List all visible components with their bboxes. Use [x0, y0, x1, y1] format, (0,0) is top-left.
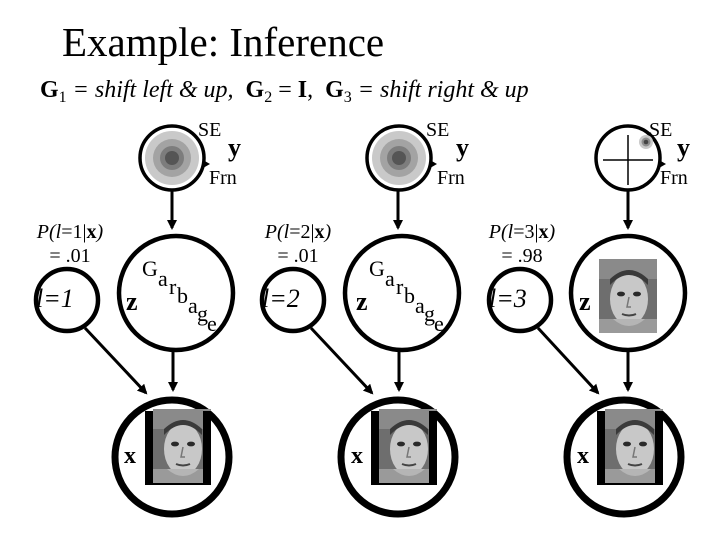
x-label-3: x	[577, 443, 589, 469]
z-face-image	[598, 258, 658, 334]
concentric-circles-icon	[145, 131, 199, 185]
x-image-2	[371, 408, 438, 485]
g1-label: G	[40, 77, 59, 103]
posterior-value-2: = .01	[277, 245, 319, 267]
x-image-3	[597, 408, 664, 485]
g2-eq: =	[272, 77, 298, 103]
arrow-l-to-x-3	[536, 326, 600, 395]
garbage-text-1: G a r b a g e	[142, 256, 217, 336]
y-node-3	[594, 124, 662, 192]
z-label-2: z	[356, 287, 368, 316]
g2-sub: 2	[264, 89, 273, 106]
g3-label: G	[325, 77, 344, 103]
arrow-l-to-x-1	[83, 326, 148, 395]
posterior-value-3: = .98	[501, 245, 543, 267]
y-node-marker-1	[203, 160, 210, 168]
y-label-1: y	[228, 133, 241, 162]
concentric-circles-icon	[372, 131, 426, 185]
prob-p: P(	[36, 221, 56, 243]
z-label-1: z	[126, 287, 138, 316]
y-node-marker-2	[430, 160, 437, 168]
l-node-1	[33, 266, 101, 334]
posterior-value-1: = .01	[49, 245, 91, 267]
frn-label-2: Frn	[437, 167, 465, 189]
g2-definition: I	[297, 77, 308, 103]
prob-x: x	[538, 221, 549, 243]
prob-close: )	[324, 221, 332, 243]
se-label-1: SE	[198, 119, 221, 141]
posterior-label-1: P(l=1|x) = .01	[26, 220, 114, 268]
z-node-1	[116, 233, 236, 353]
prob-p: P(	[488, 221, 508, 243]
x-image-1	[145, 408, 212, 485]
l-node-3	[486, 266, 554, 334]
g2-label: G	[245, 77, 265, 103]
prob-x: x	[314, 221, 325, 243]
frn-label-1: Frn	[209, 167, 237, 189]
prob-eq: =2|	[289, 221, 315, 243]
prob-x: x	[86, 221, 97, 243]
x-label-1: x	[124, 443, 136, 469]
l-value-3: l=3	[489, 284, 527, 313]
column-3	[486, 124, 688, 518]
se-label-2: SE	[426, 119, 449, 141]
l-value-1: l=1	[36, 284, 74, 313]
posterior-label-2: P(l=2|x) = .01	[254, 220, 342, 268]
prob-l: l	[283, 221, 290, 243]
prob-eq: =3|	[513, 221, 539, 243]
g1-sub: 1	[58, 89, 67, 106]
prob-close: )	[548, 221, 556, 243]
garbage-text-2: G a r b a g e	[369, 256, 444, 336]
frn-label-3: Frn	[660, 167, 688, 189]
column-1	[33, 124, 236, 518]
arrow-l-to-x-2	[309, 326, 374, 395]
se-label-3: SE	[649, 119, 672, 141]
prob-eq: =1|	[61, 221, 87, 243]
z-label-3: z	[579, 287, 591, 316]
posterior-label-3: P(l=3|x) = .98	[478, 220, 566, 268]
g3-definition: = shift right & up	[351, 77, 529, 103]
prob-l: l	[507, 221, 514, 243]
crosshair-icon	[603, 135, 653, 185]
l-value-2: l=2	[262, 284, 300, 313]
column-2	[259, 124, 462, 518]
z-node-2	[342, 233, 462, 353]
y-node-2	[365, 124, 433, 192]
x-label-2: x	[351, 443, 363, 469]
prob-p: P(	[264, 221, 284, 243]
slide-title: Example: Inference	[62, 19, 385, 65]
y-node-1	[138, 124, 206, 192]
subtitle: G1 = shift left & up, G2 = I, G3 = shift…	[40, 77, 529, 106]
y-label-3: y	[677, 133, 690, 162]
y-label-2: y	[456, 133, 469, 162]
g1-definition: = shift left & up,	[66, 77, 234, 103]
prob-l: l	[55, 221, 62, 243]
g3-sub: 3	[343, 89, 352, 106]
prob-close: )	[96, 221, 104, 243]
l-node-2	[259, 266, 327, 334]
y-node-marker-3	[659, 160, 666, 168]
